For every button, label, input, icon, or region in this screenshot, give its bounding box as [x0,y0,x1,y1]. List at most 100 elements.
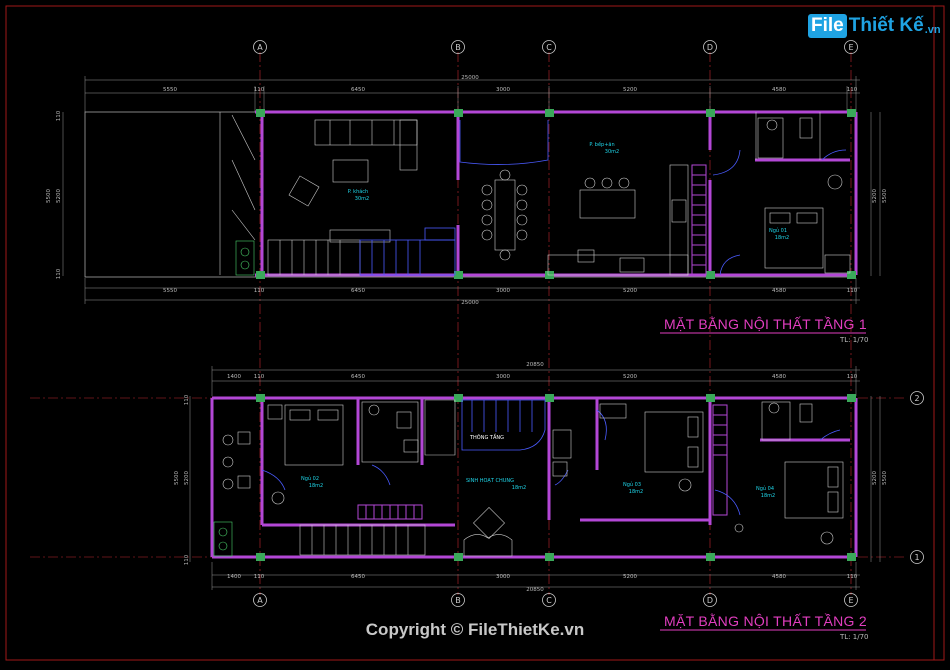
f2-side-r1: 5200 [872,471,878,485]
f2-dim-bot-1: 110 [254,574,265,580]
f1-dim-total-bottom: 25000 [461,300,479,306]
svg-text:D: D [707,596,713,605]
f2-dim-bot-4: 5200 [623,574,637,580]
f2-dim-bot-3: 3000 [496,574,510,580]
svg-text:E: E [848,43,853,52]
f1-dim-bot-5: 4580 [772,288,786,294]
axis-bubble-bottom-c: C [542,593,556,607]
f2-room-3-area: 18m2 [761,493,775,499]
f1-side-r2: 5500 [882,189,888,203]
f2-dim-top-1: 110 [254,374,265,380]
axis-bubble-row-1: 1 [910,550,924,564]
floor2-void-stairs [261,399,841,516]
floor2-balcony [213,431,251,557]
f2-room-1-area: 18m2 [512,485,526,491]
floor2-bedroom-03 [599,403,704,492]
axis-bubble-bottom-d: D [703,593,717,607]
svg-text:D: D [707,43,713,52]
f1-side-2: 5500 [46,189,52,203]
floor2-dimension-lines [189,366,881,590]
floor1-bedroom [755,112,851,274]
f1-side-r1: 5200 [872,189,878,203]
axis-bubbles: A B C D E A B C D E 2 1 [253,40,924,607]
logo-text: Thiết Kế [848,15,924,36]
floor2-plan: 1400 110 6450 3000 5200 4580 110 20850 1… [174,362,888,631]
f1-room-0-area: 30m2 [355,196,369,202]
svg-text:E: E [848,596,853,605]
f1-side-0: 110 [56,110,62,121]
f1-room-1-name: P. bếp+ăn [589,141,614,148]
f2-side-1: 5200 [184,471,190,485]
f2-room-2-name: Ngủ 03 [623,481,641,488]
floor1-dimension-lines [62,76,881,304]
floor2-scale: TL: 1/70 [840,633,869,641]
f1-dim-bot-3: 3000 [496,288,510,294]
f1-side-3: 110 [56,268,62,279]
floor2-columns [256,394,856,561]
f1-dim-top-6: 110 [847,87,858,93]
floor1-dimension-text: 5550 110 6450 3000 5200 4580 110 25000 5… [46,75,888,306]
f2-dim-top-3: 3000 [496,374,510,380]
axis-bubble-bottom-a: A [253,593,267,607]
f2-dim-bot-2: 6450 [351,574,365,580]
svg-text:C: C [546,596,552,605]
f2-room-1-name: SINH HOẠT CHUNG [466,478,514,484]
svg-text:A: A [257,596,263,605]
svg-text:A: A [257,43,263,52]
floor1-columns [256,109,856,279]
axis-bubble-row-2: 2 [910,391,924,405]
floor2-wc [361,401,419,463]
svg-text:B: B [455,596,461,605]
f2-side-3: 110 [184,554,190,565]
floor1-living-furniture [267,119,418,276]
f2-side-0: 110 [184,394,190,405]
f1-room-0-name: P. khách [348,188,368,195]
f2-dim-top-4: 5200 [623,374,637,380]
svg-text:1: 1 [914,553,919,562]
f1-room-1-area: 30m2 [605,149,619,155]
f2-room-3-name: Ngủ 04 [756,485,774,492]
floor1-plan: 5550 110 6450 3000 5200 4580 110 25000 5… [46,75,888,334]
f1-room-2-area: 18m2 [775,235,789,241]
f1-dim-top-4: 5200 [623,87,637,93]
floor1-kitchen [547,164,689,276]
f2-room-0-area: 18m2 [309,483,323,489]
f1-dim-top-5: 4580 [772,87,786,93]
floor1-room-labels: P. khách 30m2 P. bếp+ăn 30m2 Ngủ 01 18m2 [348,141,789,241]
floor2-balustrade [357,404,728,520]
floor2-living [463,429,572,557]
sheet-border [5,5,945,661]
floor2-bedroom-02 [267,404,344,505]
floor2-dimension-text: 1400 110 6450 3000 5200 4580 110 20850 1… [174,362,888,593]
floor2-title: MẶT BẰNG NỘI THẤT TẦNG 2 [664,613,867,629]
f1-dim-bot-4: 5200 [623,288,637,294]
f1-dim-bot-1: 110 [254,288,265,294]
logo-suffix: .vn [924,24,941,36]
axis-bubble-bottom-e: E [844,593,858,607]
f2-dim-total-top: 20850 [526,362,544,368]
copyright-watermark: Copyright © FileThietKe.vn [365,620,585,639]
floor1-dining [481,169,528,261]
f2-room-2-area: 18m2 [629,489,643,495]
f2-void-label: THÔNG TẦNG [469,433,504,441]
f1-room-2-name: Ngủ 01 [769,227,787,234]
axis-bubble-top-c: C [542,40,556,54]
floor1-stairs [359,120,549,276]
f1-dim-top-0: 5550 [163,87,177,93]
floor2-room-labels: Ngủ 02 18m2 SINH HOẠT CHUNG 18m2 Ngủ 03 … [301,433,775,499]
axis-bubble-top-a: A [253,40,267,54]
floor2-walls [210,396,858,559]
f2-dim-top-0: 1400 [227,374,241,380]
floor1-doors [712,149,847,276]
f2-dim-top-5: 4580 [772,374,786,380]
f1-dim-top-3: 3000 [496,87,510,93]
axis-bubble-top-d: D [703,40,717,54]
floor2-bedroom-04 [734,401,844,545]
f1-dim-top-1: 110 [254,87,265,93]
svg-text:C: C [546,43,552,52]
axis-bubble-top-b: B [451,40,465,54]
f1-dim-bot-6: 110 [847,288,858,294]
f2-side-2: 5500 [174,471,180,485]
